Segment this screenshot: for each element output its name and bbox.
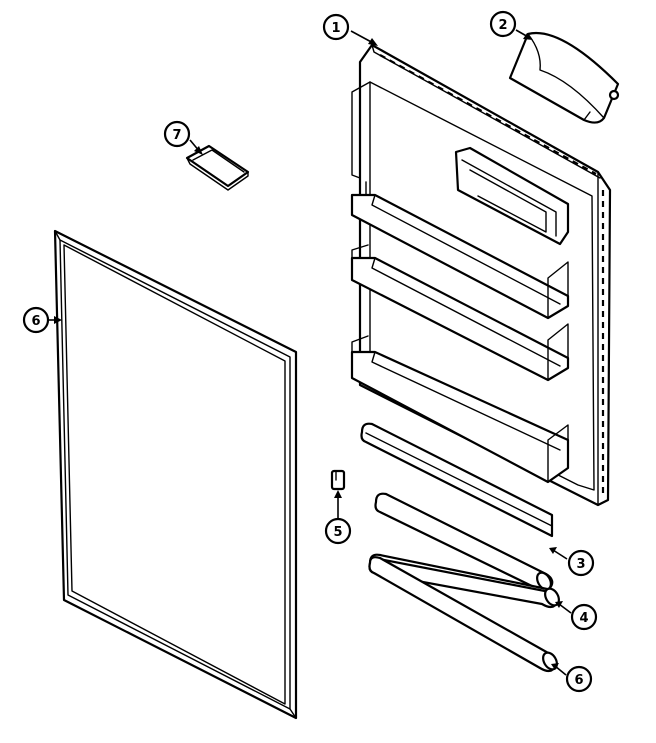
leader-lines [49, 29, 572, 676]
callout-7: 7 [163, 120, 191, 148]
door-shelf-middle [350, 244, 570, 382]
callout-6-gasket-label: 6 [31, 314, 40, 329]
door-gasket [53, 229, 298, 720]
part-7-tray [185, 144, 250, 191]
door-liner [350, 43, 612, 507]
trim-bar-upper [360, 422, 554, 538]
callout-2: 2 [489, 10, 517, 38]
callout-6-gasket: 6 [22, 306, 50, 334]
callout-2-label: 2 [498, 18, 507, 33]
callout-4: 4 [570, 603, 598, 631]
callout-1-label: 1 [331, 21, 340, 36]
callout-6-trim: 6 [565, 665, 593, 693]
door-shelf-lower [350, 335, 570, 484]
dairy-door [508, 31, 620, 124]
callout-3-label: 3 [576, 557, 585, 572]
callout-5-label: 5 [333, 525, 342, 540]
trim-bar-4 [368, 553, 560, 609]
callout-7-label: 7 [172, 128, 181, 143]
callout-5: 5 [324, 517, 352, 545]
callout-4-label: 4 [579, 611, 588, 626]
callout-1: 1 [322, 13, 350, 41]
part-5-cap [330, 469, 346, 491]
callout-6-trim-label: 6 [574, 673, 583, 688]
callout-3: 3 [567, 549, 595, 577]
door-shelf-upper [350, 193, 570, 320]
